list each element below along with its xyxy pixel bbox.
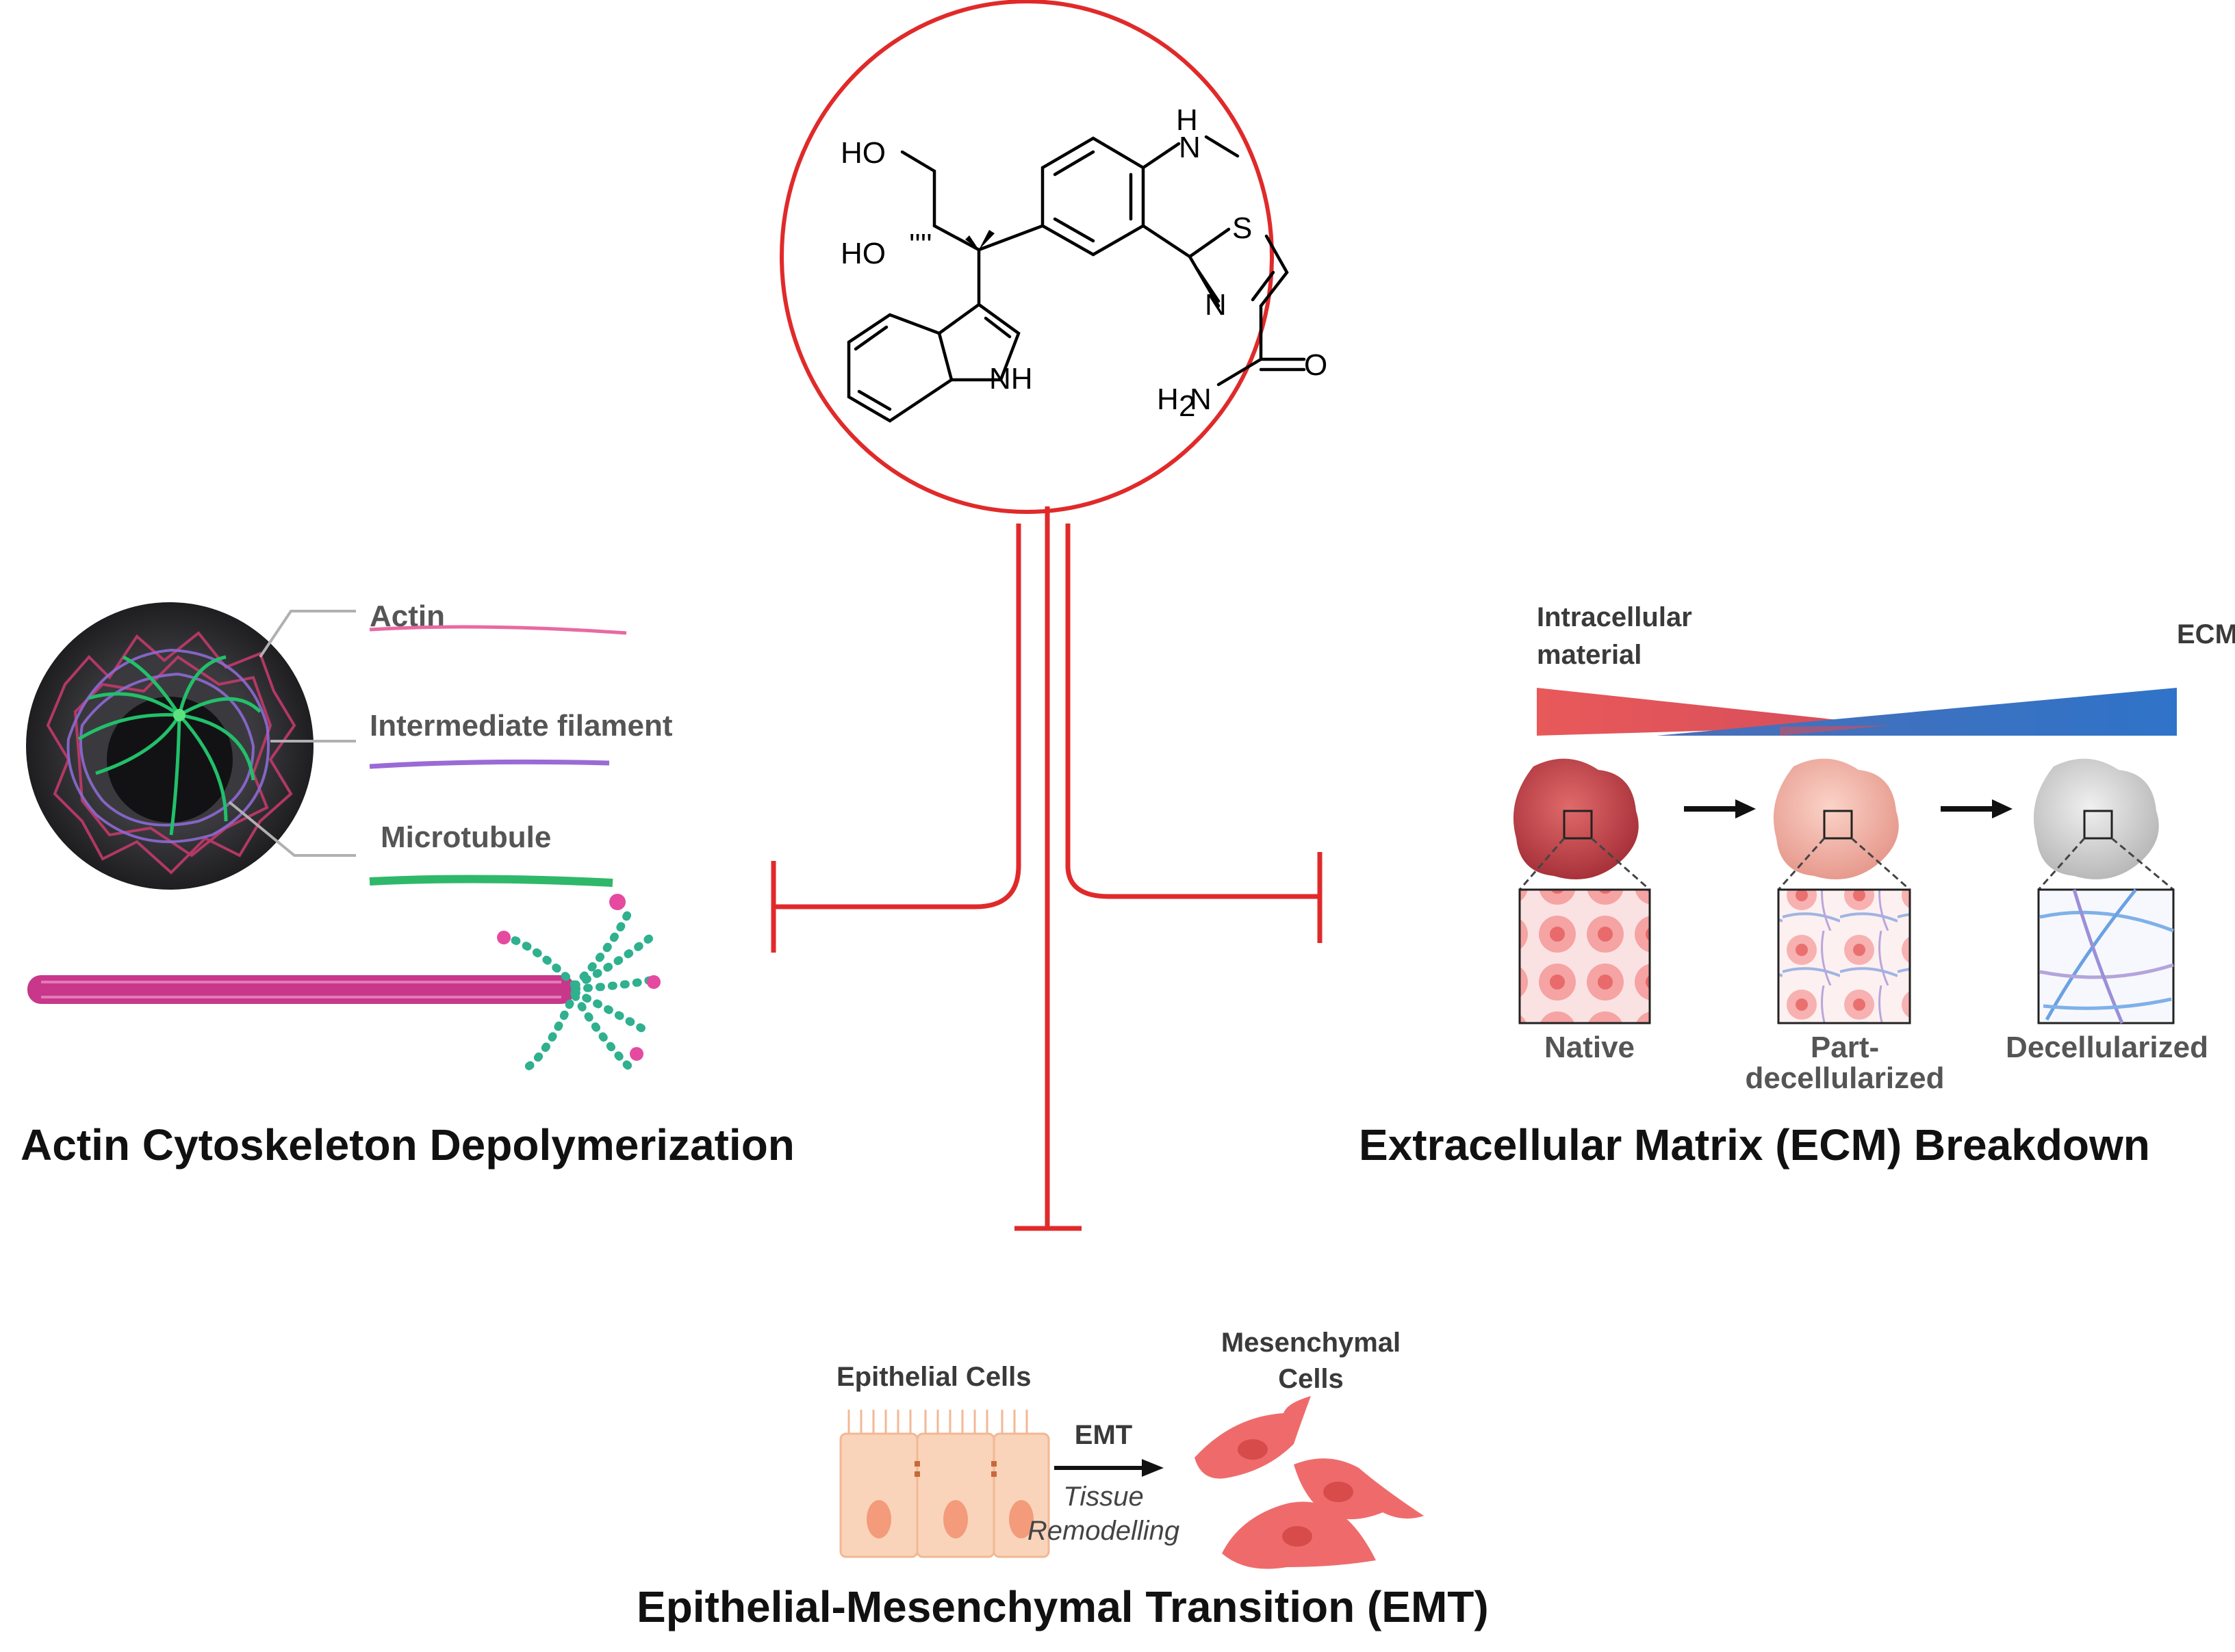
cell-cross-section [26, 602, 314, 890]
label-microtubule: Microtubule [381, 821, 551, 854]
atom-ho-top: HO [841, 136, 886, 170]
ecm-panel: Intracellular material ECM Native Part [1359, 602, 2235, 1170]
inhibition-arrows [771, 506, 1323, 1231]
label-intracellular-line2: material [1537, 640, 1642, 670]
label-mesenchymal-line2: Cells [1278, 1364, 1344, 1394]
tissue-part-decellularized [1773, 758, 1911, 1024]
atom-oxygen: O [1304, 348, 1327, 382]
atom-nh-h: H [1176, 103, 1198, 137]
emt-sublabel-line1: Tissue [1063, 1482, 1143, 1512]
stage-label-decellularized: Decellularized [2006, 1031, 2208, 1064]
emt-sublabel-line2: Remodelling [1027, 1516, 1179, 1546]
tissue-decellularized [2033, 758, 2175, 1024]
emt-panel: Epithelial Cells Mesenchymal Cells [637, 1328, 1489, 1631]
actin-panel-title: Actin Cytoskeleton Depolymerization [21, 1120, 795, 1170]
intermediate-filament-sample [369, 759, 610, 769]
stage-label-part-line2: decellularized [1745, 1061, 1944, 1095]
callout-lines [228, 610, 356, 857]
emt-arrow-head [1142, 1459, 1164, 1477]
atom-h2n-h: H [1157, 383, 1179, 416]
atom-sulfur: S [1232, 211, 1252, 245]
atom-h2n-n: N [1190, 383, 1212, 416]
inhibit-line-right [1065, 524, 1320, 899]
ecm-panel-title: Extracellular Matrix (ECM) Breakdown [1359, 1120, 2150, 1170]
depolymerizing-filament [27, 894, 661, 1072]
label-intracellular-line1: Intracellular [1537, 602, 1692, 632]
atom-ho-bottom: HO [841, 237, 886, 270]
atom-nh-n: N [1179, 131, 1201, 164]
label-mesenchymal-line1: Mesenchymal [1221, 1328, 1401, 1358]
gradient-ecm [1657, 688, 2177, 736]
stage-arrows [1684, 799, 2013, 818]
emt-arrow-label: EMT [1075, 1420, 1132, 1450]
actin-filament-sample [369, 625, 627, 635]
emt-panel-title: Epithelial-Mesenchymal Transition (EMT) [637, 1582, 1489, 1631]
stage-label-native: Native [1544, 1031, 1635, 1064]
atom-indole-nh: NH [989, 362, 1033, 396]
actin-panel: Actin Intermediate filament Microtubule [21, 599, 795, 1170]
mesenchymal-cells [1195, 1396, 1424, 1569]
microtubule-sample [369, 875, 613, 887]
stereo-hash: '''' [909, 228, 932, 261]
tissue-native [1513, 758, 1651, 1024]
label-ecm: ECM [2177, 619, 2235, 649]
atom-thiazole-n: N [1205, 288, 1227, 322]
atom-h2n-sub: 2 [1179, 389, 1195, 423]
stage-label-part-line1: Part- [1811, 1031, 1879, 1064]
label-intermediate-filament: Intermediate filament [370, 709, 673, 743]
inhibit-line-left [774, 524, 1021, 909]
molecule-highlight-circle [780, 0, 1274, 514]
epithelial-cells [839, 1410, 1050, 1558]
molecule-structure: '''' HO HO H N S N O NH H 2 N [780, 0, 1327, 514]
label-epithelial-cells: Epithelial Cells [836, 1362, 1032, 1392]
